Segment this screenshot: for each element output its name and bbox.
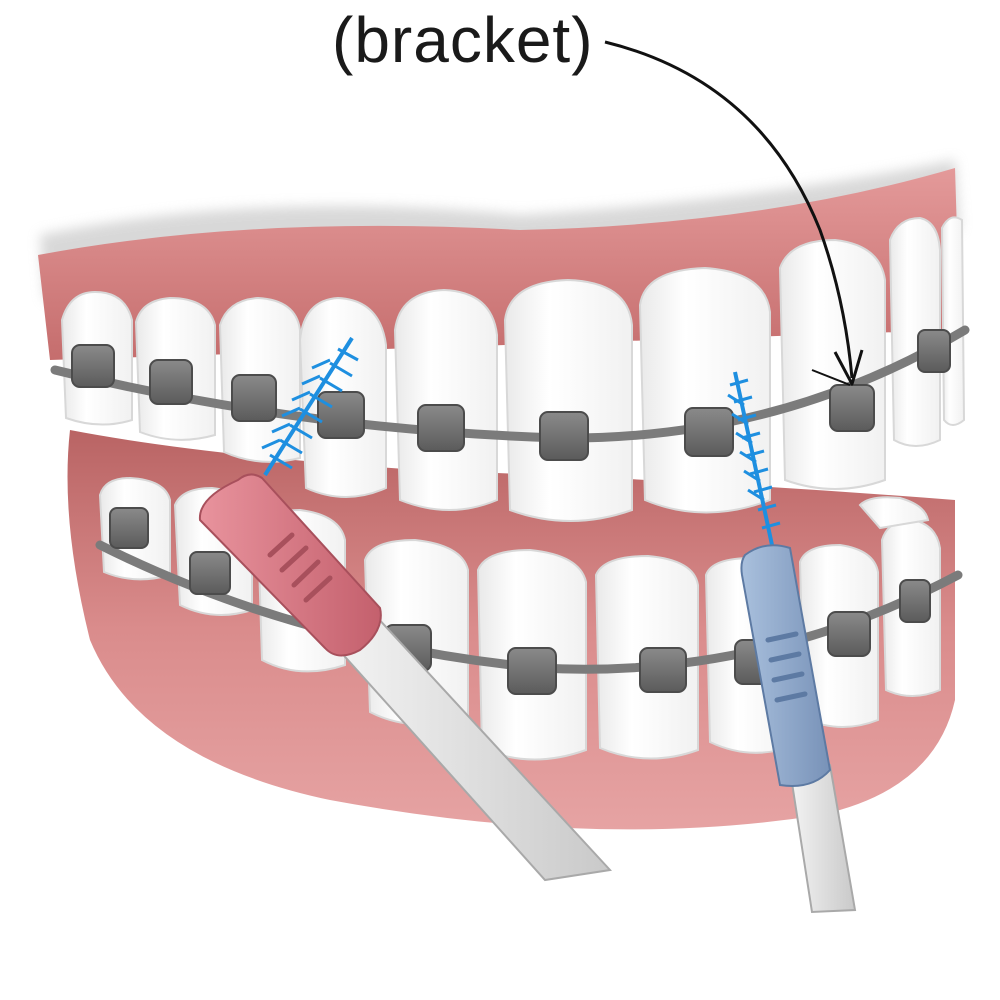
bracket [684,407,734,457]
grip-ridges [765,631,808,703]
bracket [317,391,365,439]
bracket [899,579,931,623]
bracket [917,329,951,373]
arrowhead-icon [833,349,864,386]
upper-tooth [778,238,886,490]
upper-tooth [503,278,633,522]
upper-tooth [888,216,941,447]
upper-brackets [71,329,951,461]
brush-wire [263,336,354,477]
grip-ridges [267,532,333,603]
bracket [149,359,193,405]
bracket [189,551,231,595]
bracket [539,411,589,461]
brush-bristles [727,378,781,530]
bracket [507,647,557,695]
bracket [231,374,277,422]
bracket [109,507,149,549]
bracket [639,647,687,693]
bracket [417,404,465,452]
lower-tooth [858,496,930,530]
bracket [829,384,875,432]
bracket [71,344,115,388]
callout-arrow [604,40,854,379]
upper-tooth [638,266,771,514]
blue-interdental-brush [727,371,857,914]
brush-bristles [261,347,359,470]
callout-label: (bracket) [332,4,594,76]
brush-handle [740,544,832,787]
arrow-pointer-tick [811,369,851,386]
pink-interdental-brush [198,336,613,882]
upper-tooth [940,216,966,426]
bracket [827,611,871,657]
upper-tooth [393,288,498,511]
